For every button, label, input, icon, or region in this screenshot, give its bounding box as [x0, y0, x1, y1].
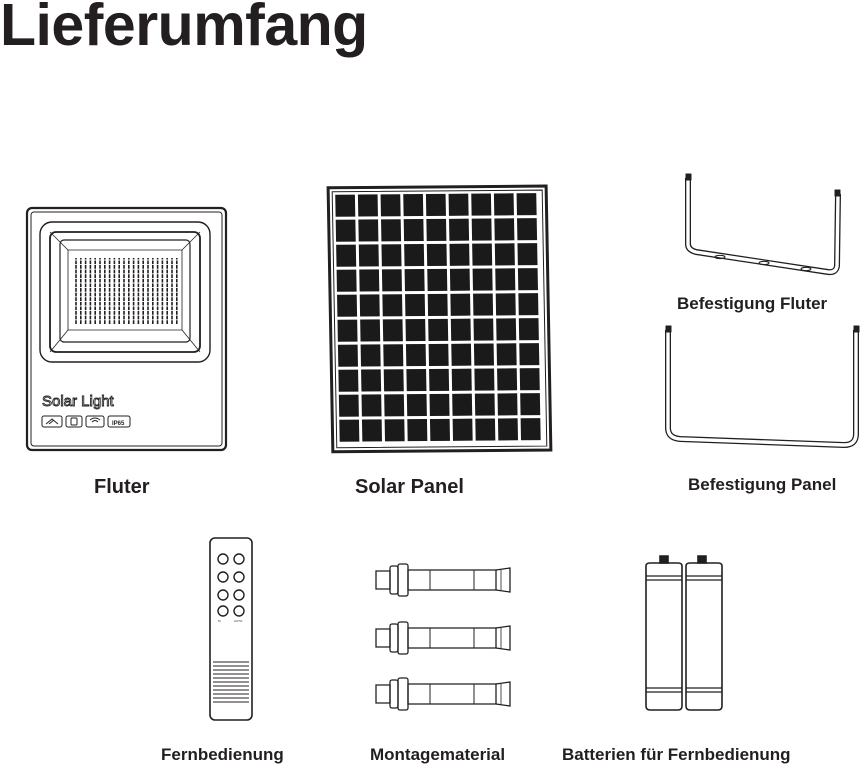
svg-text:IP65: IP65 [112, 421, 125, 427]
svg-text:M: M [218, 619, 221, 623]
caption-bracket-floodlight: Befestigung Fluter [677, 294, 828, 313]
bracket-panel-illustration [662, 324, 862, 458]
mounting-material-illustration [370, 558, 520, 718]
floodlight-illustration: Solar Light IP65 [24, 206, 230, 452]
caption-mounting-material: Montagematerial [370, 745, 506, 764]
caption-remote: Fernbedienung [161, 745, 284, 764]
page-title: Lieferumfang [0, 0, 368, 58]
svg-text:AUTO: AUTO [234, 619, 243, 623]
caption-bracket-panel: Befestigung Panel [688, 475, 837, 494]
floodlight-label: Solar Light [42, 393, 115, 410]
caption-floodlight: Fluter [94, 476, 150, 498]
solar-panel-illustration [300, 182, 552, 460]
bracket-floodlight-illustration [680, 172, 850, 282]
remote-illustration: M AUTO [206, 534, 256, 722]
caption-solar-panel: Solar Panel [355, 476, 464, 498]
batteries-illustration [636, 552, 726, 714]
caption-batteries: Batterien für Fernbedienung [562, 745, 791, 764]
